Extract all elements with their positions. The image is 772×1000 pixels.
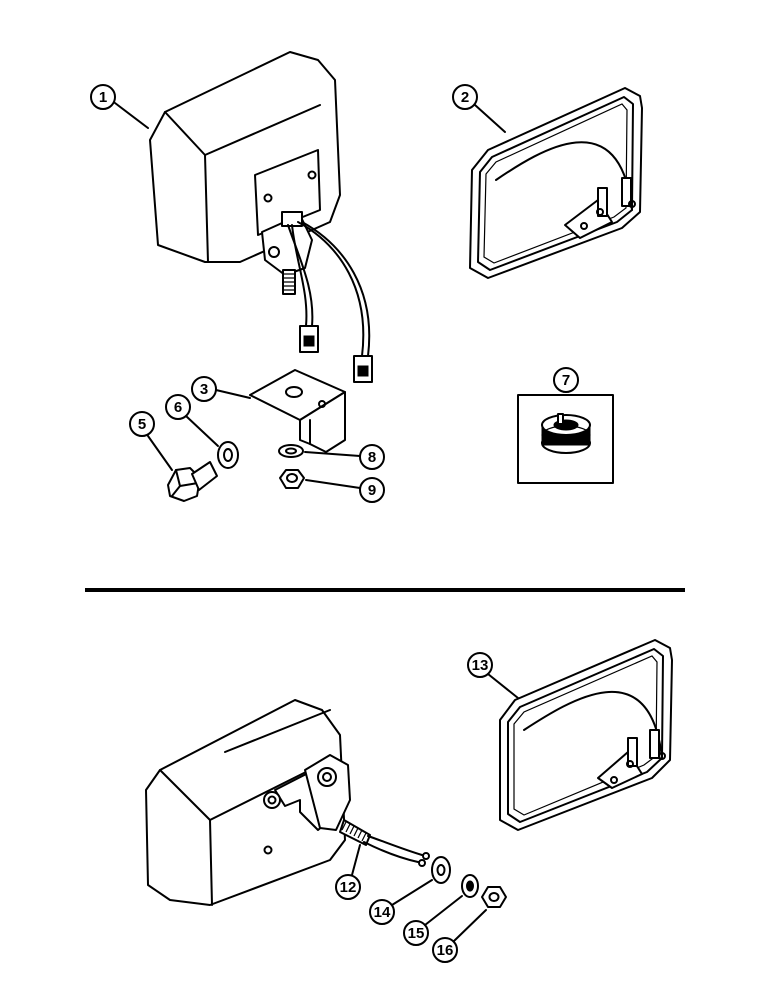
callout-12: 12 [335, 844, 361, 900]
callout-14: 14 [369, 879, 433, 925]
callout-16: 16 [432, 909, 487, 963]
callout-2: 2 [452, 84, 506, 133]
lamp-unit-front-lower [499, 639, 673, 831]
lock-washer [278, 444, 304, 458]
lamp-unit-front [469, 87, 643, 279]
svg-text:2: 2 [461, 89, 469, 106]
callout-3: 3 [191, 376, 251, 402]
callout-15: 15 [403, 895, 463, 946]
svg-text:8: 8 [368, 449, 376, 466]
hex-nut [279, 469, 305, 489]
hex-bolt [167, 461, 218, 502]
svg-text:15: 15 [408, 925, 425, 942]
svg-text:14: 14 [374, 904, 391, 921]
hex-nut-lower [481, 886, 507, 908]
svg-text:9: 9 [368, 482, 376, 499]
flat-washer-lower [431, 856, 451, 884]
section-divider [85, 588, 685, 592]
svg-text:16: 16 [437, 942, 454, 959]
flat-washer [217, 441, 239, 469]
svg-text:7: 7 [562, 372, 570, 389]
lamp-housing-with-bracket [145, 699, 430, 906]
callout-13: 13 [467, 652, 519, 699]
callout-1: 1 [90, 84, 149, 129]
lock-washer-lower [461, 874, 479, 898]
mounting-bracket [249, 369, 346, 453]
callout-7: 7 [553, 367, 579, 393]
svg-text:6: 6 [174, 399, 182, 416]
lamp-housing-rear [149, 51, 373, 383]
callout-5: 5 [129, 411, 173, 471]
svg-text:5: 5 [138, 416, 146, 433]
bulb-inset-box [517, 394, 614, 484]
svg-text:12: 12 [340, 879, 357, 896]
svg-text:3: 3 [200, 381, 208, 398]
callout-8: 8 [304, 444, 385, 470]
svg-text:13: 13 [472, 657, 489, 674]
svg-text:1: 1 [99, 89, 107, 106]
callout-6: 6 [165, 394, 219, 447]
callout-9: 9 [305, 477, 385, 503]
